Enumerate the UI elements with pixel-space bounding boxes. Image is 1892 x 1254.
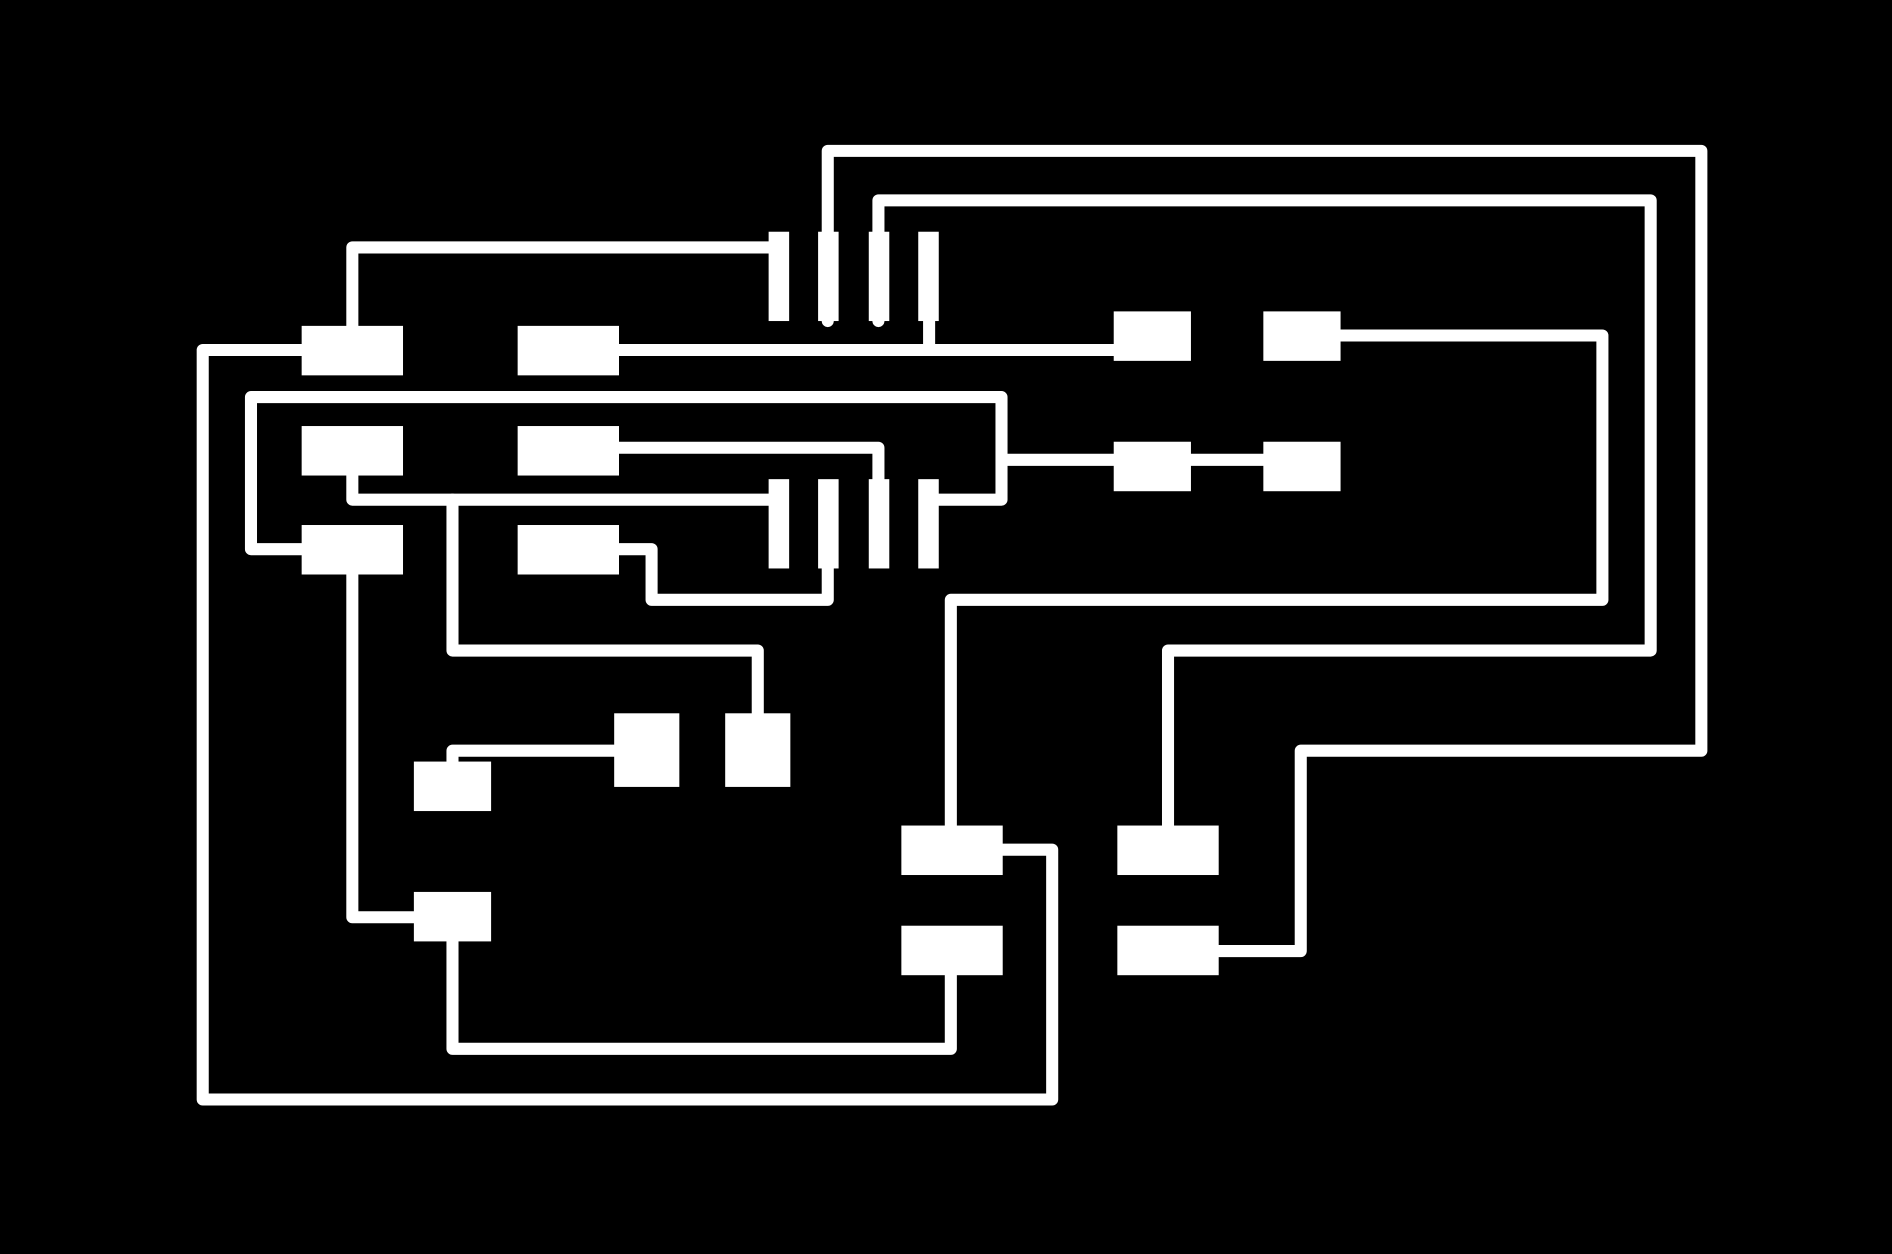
trace-pad-r3c2-to-lower-pin2 — [611, 543, 834, 606]
trace-header-pin2-to-pad-r2b — [821, 144, 1708, 958]
pad-mid-left — [614, 713, 680, 787]
pad-header-bottom-2 — [818, 479, 839, 569]
trace-header-pin3-to-pad-r2a — [872, 194, 1657, 839]
pad-r3c1 — [301, 525, 404, 575]
pad-right-row2-b — [1263, 441, 1341, 492]
pad-bottom-right-bottom — [1117, 925, 1219, 976]
pad-bottom-left — [413, 891, 492, 942]
pad-right-row1-a — [1113, 311, 1191, 361]
pad-mid-right — [725, 713, 791, 787]
pad-header-bottom-1 — [768, 479, 790, 569]
pad-bottom-center-top — [901, 825, 1003, 876]
trace-pad-r2c1-to-lower-pin1 — [346, 469, 785, 506]
pad-r3c2 — [517, 525, 620, 575]
trace-header-pin1-to-pad-r1c1 — [346, 241, 785, 335]
pad-r1c1 — [301, 325, 404, 376]
pad-header-bottom-3 — [868, 479, 890, 569]
pad-header-bottom-4 — [918, 479, 939, 569]
pad-right-row1-b — [1263, 311, 1341, 361]
pad-r1c2 — [517, 325, 620, 376]
pad-header-top-3 — [868, 231, 890, 322]
trace-pad-r2c2-to-lower-pin3 — [611, 441, 885, 494]
trace-far-right-loop — [944, 329, 1609, 839]
trace-bottom-pad-to-center-pad — [446, 935, 957, 1055]
pad-bottom-right-top — [1117, 825, 1219, 876]
pad-r2c1 — [301, 426, 404, 476]
pad-header-top-2 — [818, 231, 839, 322]
trace-inner-loop — [244, 391, 1008, 556]
pad-small-left — [413, 761, 492, 812]
copper-traces — [196, 144, 1708, 1106]
trace-left-outer-loop — [196, 343, 1059, 1106]
trace-branch-to-pad-mid-right — [446, 493, 764, 723]
pad-r2c2 — [517, 426, 620, 476]
trace-small-pad-to-mid-pad — [446, 744, 622, 772]
pad-header-top-1 — [768, 231, 790, 322]
pad-right-row2-a — [1113, 441, 1191, 492]
copper-pads — [301, 231, 1341, 976]
pad-bottom-center-bottom — [901, 925, 1003, 976]
trace-pad-r3c1-to-bottom-pad — [346, 568, 422, 924]
pad-header-top-4 — [918, 231, 939, 322]
